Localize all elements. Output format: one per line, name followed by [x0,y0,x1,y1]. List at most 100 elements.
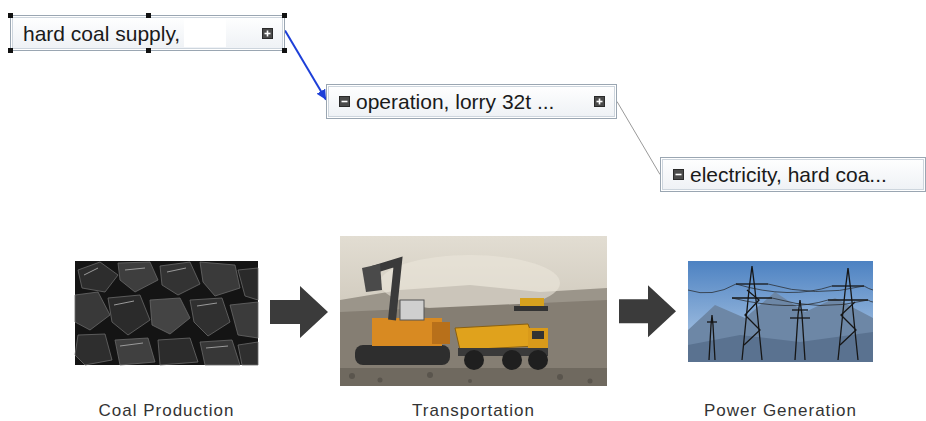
pylon-symbol [707,266,868,360]
mining-photo [340,236,607,386]
coal-photo [206,346,228,348]
expand-icon [595,97,605,107]
mining-photo [340,368,607,386]
collapse-icon [676,174,682,176]
stage-caption: Coal Production [99,401,235,421]
wire-line [772,298,868,306]
wire-line [868,300,873,302]
power-line-photo [688,261,873,362]
dump-truck-figure [455,324,548,370]
coal-photo [78,262,118,292]
collapse-icon [342,101,348,103]
coal-photo [118,262,158,292]
mining-photo [378,378,383,383]
coal-photo [115,338,155,365]
excavator-figure [362,264,382,292]
wire-line [864,286,873,290]
mining-photo [349,372,593,384]
mining-photo [468,379,472,383]
photo-panel: Coal Production [75,261,258,365]
coal-photo [150,298,190,334]
node-label: electricity, hard coa... [690,161,887,188]
process-box: hard coal supply, [10,15,285,51]
node-label: hard coal supply, [23,20,180,47]
bulldozer-figure [514,298,548,311]
block-arrow [619,285,676,337]
selection-handle [146,48,151,53]
block-arrow [270,286,328,338]
coal-photo [75,262,258,365]
collapse-icon [673,169,684,180]
coal-photo [120,343,143,346]
mining-photo [557,374,563,380]
flow-arrow [617,102,660,175]
pylon-symbol [742,266,762,360]
coal-photo [75,334,112,365]
wire-line [688,284,873,306]
photo-panel: Power Generation [688,261,873,362]
pylon-symbol [732,297,772,298]
pylon-symbol [707,321,717,322]
coal-photo [125,268,145,270]
dump-truck-figure [528,350,548,370]
wire-line [732,298,828,306]
node-label: operation, lorry 32t ... [356,88,554,115]
expand-icon [267,30,269,36]
selection-handle [146,13,151,18]
selection-handle [8,48,13,53]
expand-icon [594,96,605,107]
blank-patch [184,19,226,47]
expand-icon [263,28,273,38]
coal-photo [230,302,258,338]
pylon-symbol [838,268,858,360]
pylon-symbol [736,283,768,284]
coal-photo [238,268,258,300]
pylon-symbol [828,299,868,300]
power-line-photo [688,292,873,362]
mining-photo [340,236,607,386]
dump-truck-figure [455,324,536,350]
coal-photo [200,262,240,296]
coal-photo [167,268,186,272]
power-line-photo [688,261,873,362]
coal-photo [197,303,217,306]
wire-line [688,284,736,293]
collapse-icon [339,96,350,107]
selection-handle [8,13,13,18]
dump-truck-figure [502,350,522,370]
coal-photo [84,268,98,275]
coal-photo [75,261,258,365]
pylon-symbol [790,317,810,318]
mining-photo [427,372,433,378]
coal-photo [75,261,258,365]
pylon-symbol [840,302,856,345]
selection-handle [282,48,287,53]
dump-truck-figure [532,331,544,339]
excavator-figure [355,345,450,365]
dump-truck-figure [528,328,548,348]
coal-photo [238,342,258,365]
pylon-symbol [832,285,864,286]
pylon-symbol [792,309,808,310]
pylon-symbol [795,300,805,360]
collapse-icon [674,170,684,180]
coal-photo [75,292,110,330]
coal-photo [160,262,200,295]
wire-line [768,284,864,292]
selection-handle [282,13,287,18]
excavator-figure [400,300,424,320]
pylon-symbol [744,290,760,345]
expand-icon [599,99,601,105]
power-line-photo [688,332,873,362]
stage-caption: Power Generation [704,401,857,421]
coal-photo [114,301,134,305]
coal-photo [108,295,150,335]
expand-icon [262,28,273,39]
mining-photo [340,300,607,386]
excavator-figure [355,262,450,365]
excavator-figure [432,322,450,344]
